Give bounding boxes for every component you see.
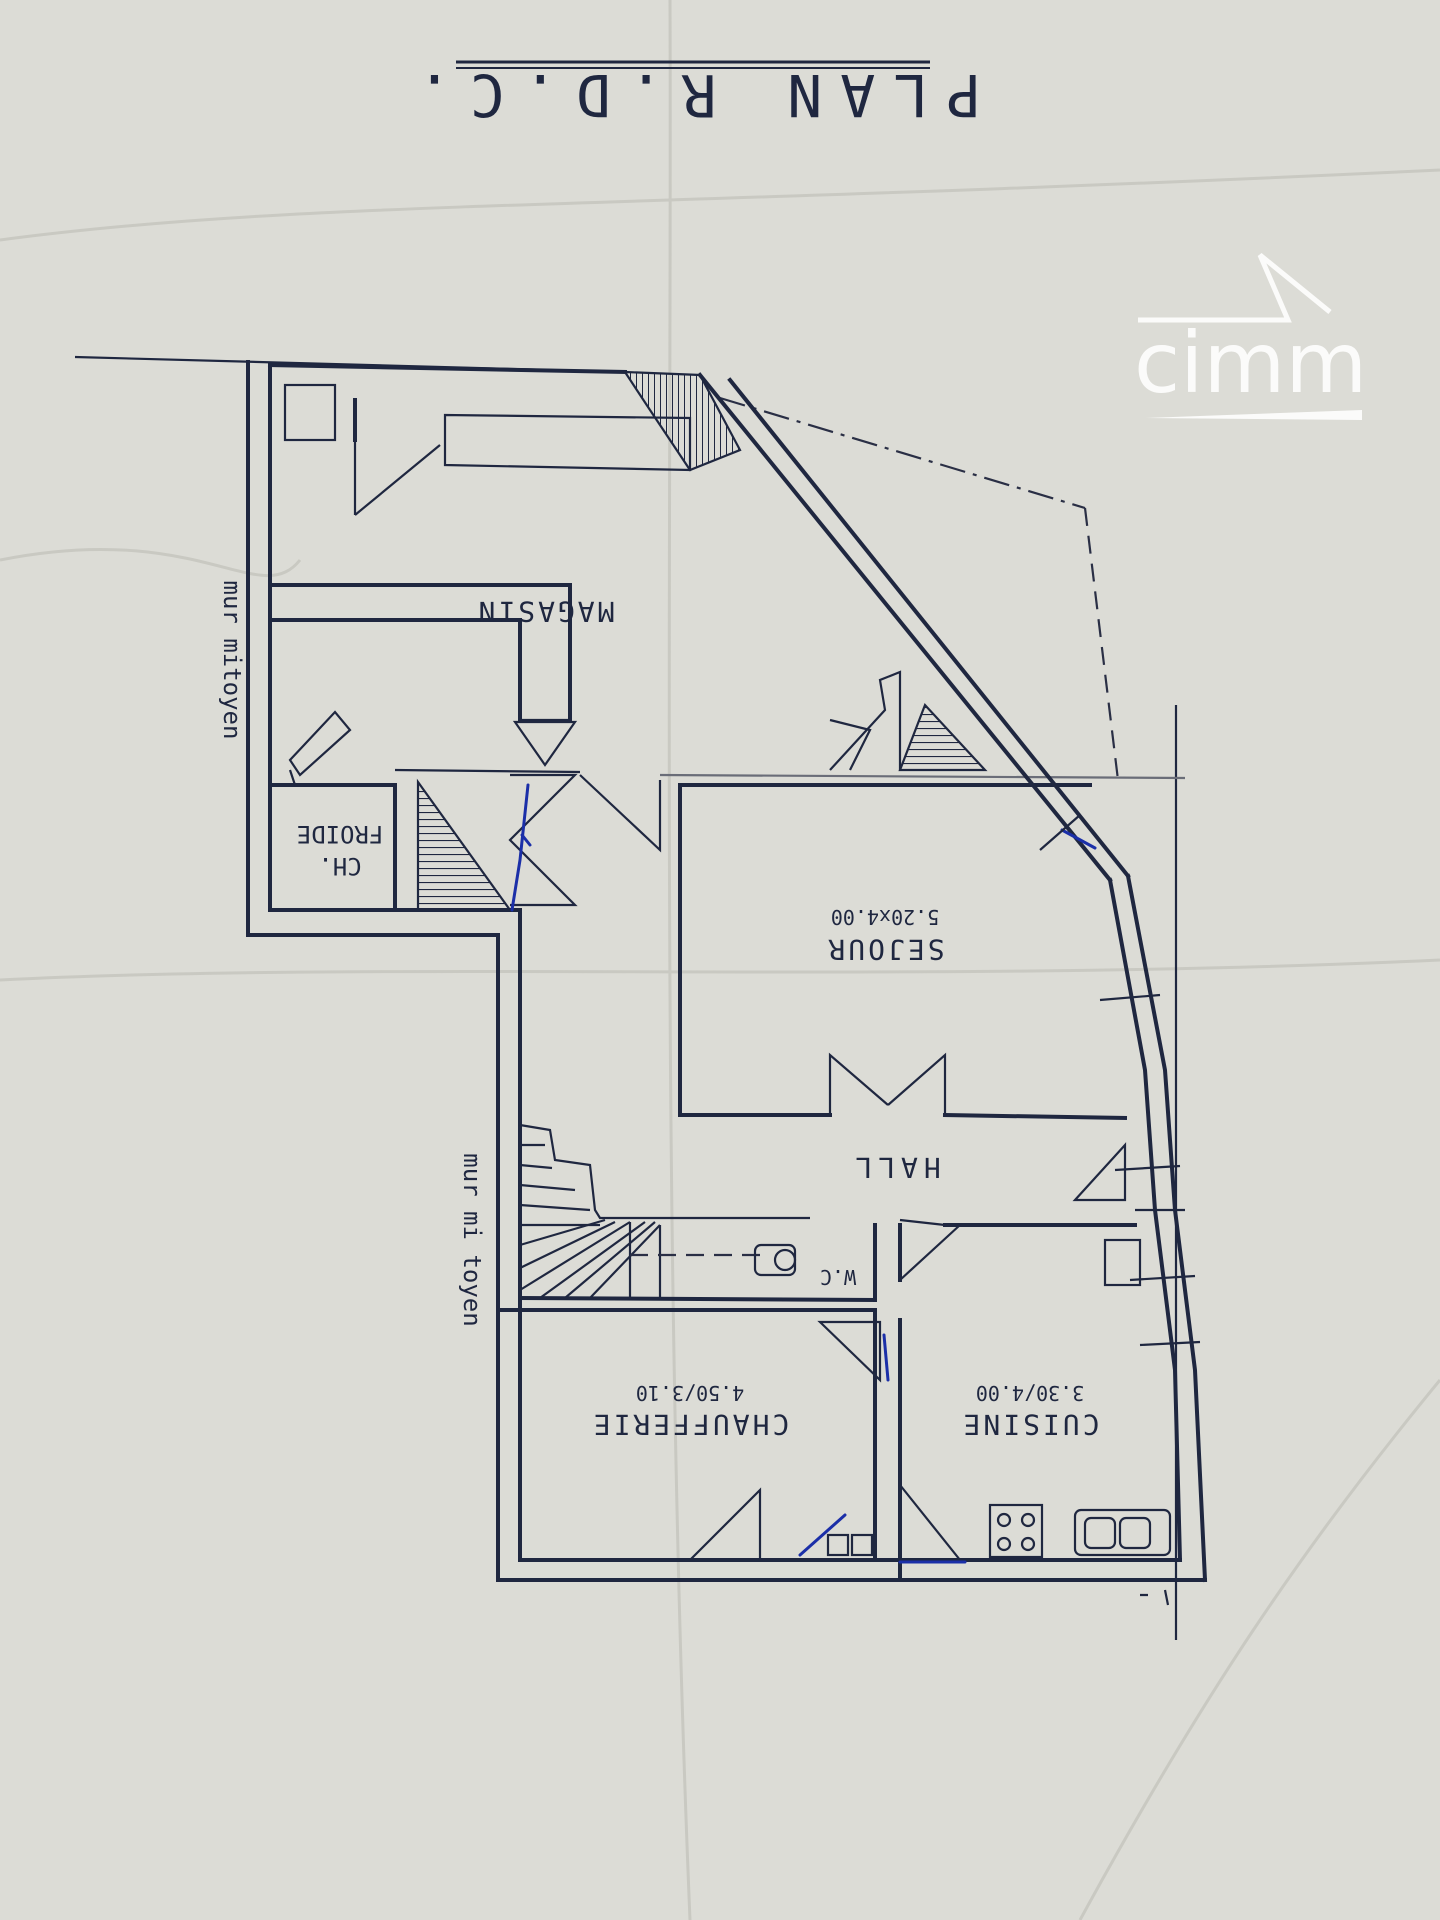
boiler-icon — [1103, 1238, 1142, 1287]
chaufferie-dimensions: 4.50/3.10 — [636, 1381, 744, 1405]
plan-title: PLAN R.D.C. — [399, 61, 981, 129]
title-block: PLAN R.D.C. — [399, 61, 981, 129]
chambre-froide-room: CH. FROIDE — [268, 710, 581, 912]
house-roof-icon — [1138, 253, 1332, 323]
entry-hatch — [898, 702, 988, 772]
mur-mitoyen-center-label: mur mi toyen — [458, 1153, 486, 1326]
cuisine-label: CUISINE — [960, 1408, 1099, 1441]
hall-label: HALL — [849, 1151, 940, 1184]
wc-label: W.C — [820, 1265, 856, 1289]
cuisine-dimensions: 3.30/4.00 — [976, 1381, 1084, 1405]
hatched-stair-block — [416, 778, 513, 912]
chaufferie-label: CHAUFFERIE — [591, 1408, 790, 1441]
sink-icon — [1073, 1508, 1172, 1557]
top-left-niche — [283, 383, 337, 442]
cuisine-room: CUISINE 3.30/4.00 — [898, 1238, 1172, 1564]
magasin-label: MAGASIN — [475, 595, 614, 628]
chimney-block — [622, 370, 742, 472]
chambre-froide-label-2: FROIDE — [297, 820, 384, 848]
sejour-label: SEJOUR — [825, 933, 944, 966]
magasin-walls — [268, 583, 578, 767]
mur-mitoyen-left-label: mur mitoyen — [218, 581, 246, 740]
staircase — [517, 1123, 878, 1303]
cimm-watermark: cimm — [1134, 253, 1367, 420]
wc-room: W.C — [753, 1243, 856, 1289]
watermark-brand: cimm — [1134, 314, 1367, 412]
sejour-room: SEJOUR 5.20x4.00 — [678, 783, 1128, 1121]
cooktop-icon — [988, 1503, 1044, 1559]
hall-area: HALL — [849, 1142, 1137, 1302]
sejour-dimensions: 5.20x4.00 — [831, 905, 939, 929]
chaufferie-room: CHAUFFERIE 4.50/3.10 — [496, 1308, 902, 1582]
chambre-froide-label-1: CH. — [318, 852, 361, 880]
